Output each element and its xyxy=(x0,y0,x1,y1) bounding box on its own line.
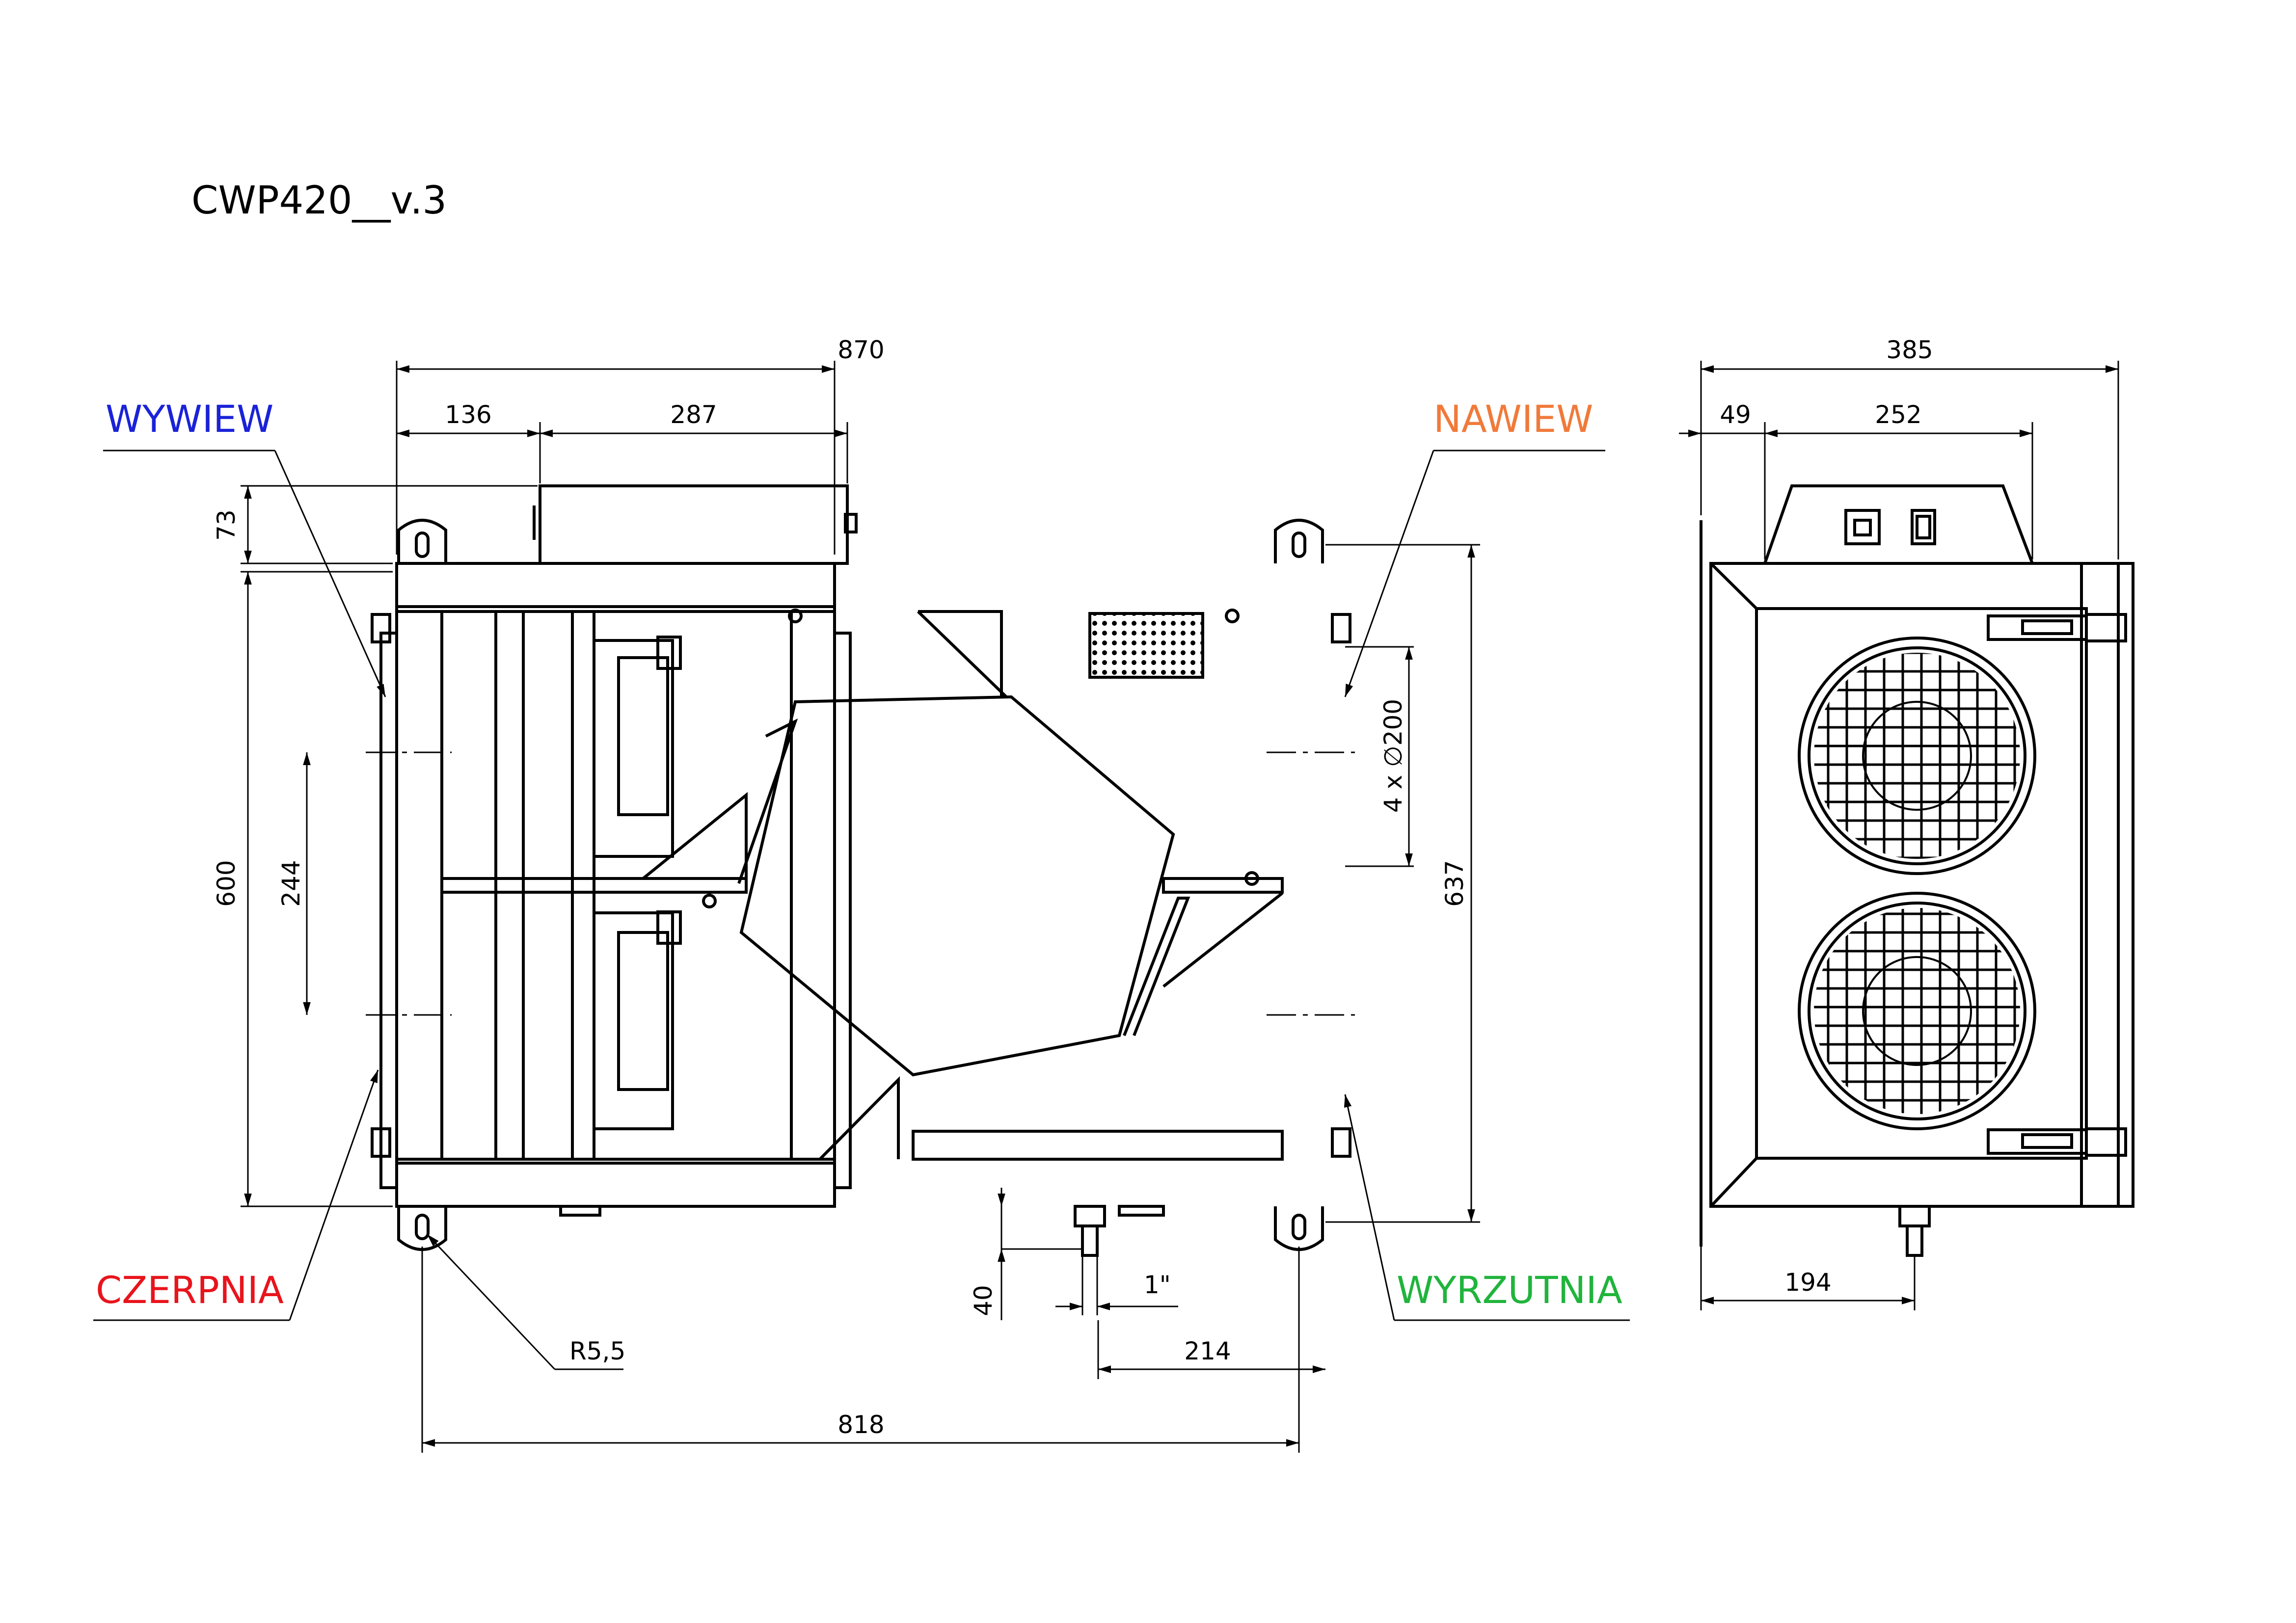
airflow-labels: WYWIEW NAWIEW CZERPNIA WYRZUTNIA xyxy=(96,397,1622,1312)
dim-136: 136 xyxy=(445,400,491,429)
dim-194: 194 xyxy=(1784,1268,1831,1297)
dim-73: 73 xyxy=(212,509,241,541)
lug-bottom-right xyxy=(1274,1206,1324,1251)
front-view xyxy=(371,484,1351,1257)
label-czerpnia: CZERPNIA xyxy=(96,1268,284,1312)
side-control-box xyxy=(1762,484,2035,565)
label-wyrzutnia: WYRZUTNIA xyxy=(1397,1268,1622,1312)
vent-grille xyxy=(1088,612,1204,679)
dim-thread: 1" xyxy=(1144,1271,1171,1299)
side-fan-grilles xyxy=(1814,653,2020,1114)
housing-outer xyxy=(395,562,836,1208)
dim-duct: 4 x ∅200 xyxy=(1379,699,1407,813)
drawing-title: CWP420__v.3 xyxy=(191,179,447,223)
lug-bottom-left xyxy=(397,1206,447,1251)
dim-244: 244 xyxy=(277,860,305,906)
lug-top-right xyxy=(1274,519,1324,563)
side-fan-top-ring xyxy=(1798,637,2036,875)
dim-40: 40 xyxy=(969,1285,998,1316)
dim-214: 214 xyxy=(1184,1337,1231,1365)
side-view xyxy=(1700,484,2134,1257)
dim-637: 637 xyxy=(1440,860,1469,906)
label-nawiew: NAWIEW xyxy=(1433,397,1593,441)
housing-bottom-rail xyxy=(395,1158,836,1208)
dim-287: 287 xyxy=(670,400,717,429)
dim-252: 252 xyxy=(1875,400,1921,429)
fan-grille-top xyxy=(1814,653,2020,859)
side-fan-bottom-ring xyxy=(1798,892,2036,1130)
control-box xyxy=(539,484,849,565)
dim-385: 385 xyxy=(1886,336,1933,364)
housing-top-rail xyxy=(395,562,836,613)
dim-49: 49 xyxy=(1720,400,1751,429)
dimension-text: 870 136 287 73 600 244 637 4 x ∅200 R5,5… xyxy=(212,336,1933,1439)
dimension-lines xyxy=(93,361,1630,1453)
dim-r55: R5,5 xyxy=(569,1337,625,1365)
heat-exchanger xyxy=(739,695,1175,1077)
side-dimension-lines xyxy=(1679,361,2119,1310)
dim-818: 818 xyxy=(837,1410,884,1439)
label-wywiew: WYWIEW xyxy=(106,397,273,441)
center-lines xyxy=(366,751,1355,1016)
lug-top-left xyxy=(397,519,447,563)
dim-600: 600 xyxy=(212,860,241,906)
fan-grille-bottom xyxy=(1814,908,2020,1114)
dim-870: 870 xyxy=(837,336,884,364)
